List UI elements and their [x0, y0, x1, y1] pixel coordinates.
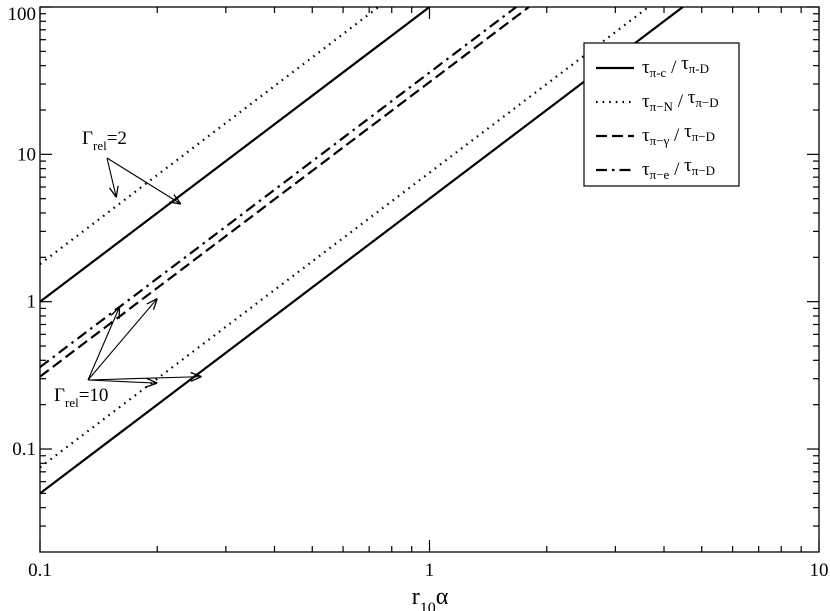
x-axis-label-tail: α	[436, 584, 449, 610]
legend: τπ-c / τπ-Dτπ−N / τπ−Dτπ−γ / τπ−Dτπ−e / …	[583, 42, 740, 187]
legend-part-tau1: τ	[642, 125, 650, 146]
annotation-arrow	[87, 380, 157, 383]
legend-part-sub2: π−D	[692, 129, 715, 144]
annotation-tail: =2	[107, 128, 127, 149]
annotation-sub: rel	[65, 395, 79, 410]
annotation-label-0: Γrel=2	[82, 128, 127, 153]
x-axis-label-main: r	[412, 584, 420, 610]
y-tick-label: 1	[27, 292, 37, 313]
legend-part-tau2: τ	[681, 53, 689, 74]
legend-part-sub2: π-D	[689, 61, 709, 76]
y-tick-label: 100	[8, 4, 37, 25]
x-tick-label: 1	[425, 560, 435, 581]
annotation-arrow	[87, 377, 202, 380]
legend-part-sep: /	[666, 57, 681, 78]
annotation-arrow	[87, 307, 120, 381]
legend-part-tau2: τ	[684, 155, 692, 176]
x-tick-label: 0.1	[28, 560, 52, 581]
legend-part-sep: /	[673, 91, 688, 112]
legend-part-sub1: π-c	[650, 65, 667, 80]
annotation-main: Γ	[54, 385, 65, 406]
series-line-dashed-4	[40, 7, 530, 378]
legend-box	[583, 42, 740, 187]
legend-part-sub1: π−e	[650, 167, 670, 182]
legend-part-tau1: τ	[642, 159, 650, 180]
legend-label-dotted: τπ−N / τπ−D	[642, 87, 719, 114]
legend-part-tau2: τ	[688, 87, 696, 108]
annotation-main: Γ	[82, 128, 93, 149]
legend-part-tau1: τ	[642, 57, 650, 78]
ticks-layer: 0.1 1 10 0.1 1 10 100	[8, 4, 829, 581]
annotation-tail: =10	[79, 385, 109, 406]
annotation-label-1: Γrel=10	[54, 385, 108, 410]
legend-label-solid: τπ-c / τπ-D	[642, 53, 709, 80]
annotation-sub: rel	[93, 138, 107, 153]
x-tick-label: 10	[810, 560, 829, 581]
legend-part-sep: /	[669, 159, 684, 180]
legend-part-sep: /	[669, 125, 684, 146]
x-axis-label: r10α	[412, 584, 449, 611]
annotation-arrow	[106, 157, 116, 197]
annotation-arrow	[87, 299, 157, 381]
legend-part-sub1: π−γ	[650, 133, 670, 148]
series-line-dotted-3	[40, 7, 650, 469]
legend-part-sub1: π−N	[650, 99, 674, 114]
legend-label-dashdot: τπ−e / τπ−D	[642, 155, 715, 182]
annotation-arrow	[106, 157, 181, 204]
legend-label-dashed: τπ−γ / τπ−D	[642, 121, 715, 148]
x-axis-label-sub: 10	[420, 600, 436, 611]
series-line-dotted-1	[40, 7, 380, 265]
legend-part-tau1: τ	[642, 91, 650, 112]
legend-part-tau2: τ	[684, 121, 692, 142]
y-tick-label: 0.1	[12, 439, 36, 460]
y-tick-label: 10	[17, 144, 36, 165]
legend-part-sub2: π−D	[692, 163, 715, 178]
legend-part-sub2: π−D	[695, 95, 718, 110]
series-line-solid-2	[40, 7, 684, 495]
series-line-solid-0	[40, 7, 431, 303]
